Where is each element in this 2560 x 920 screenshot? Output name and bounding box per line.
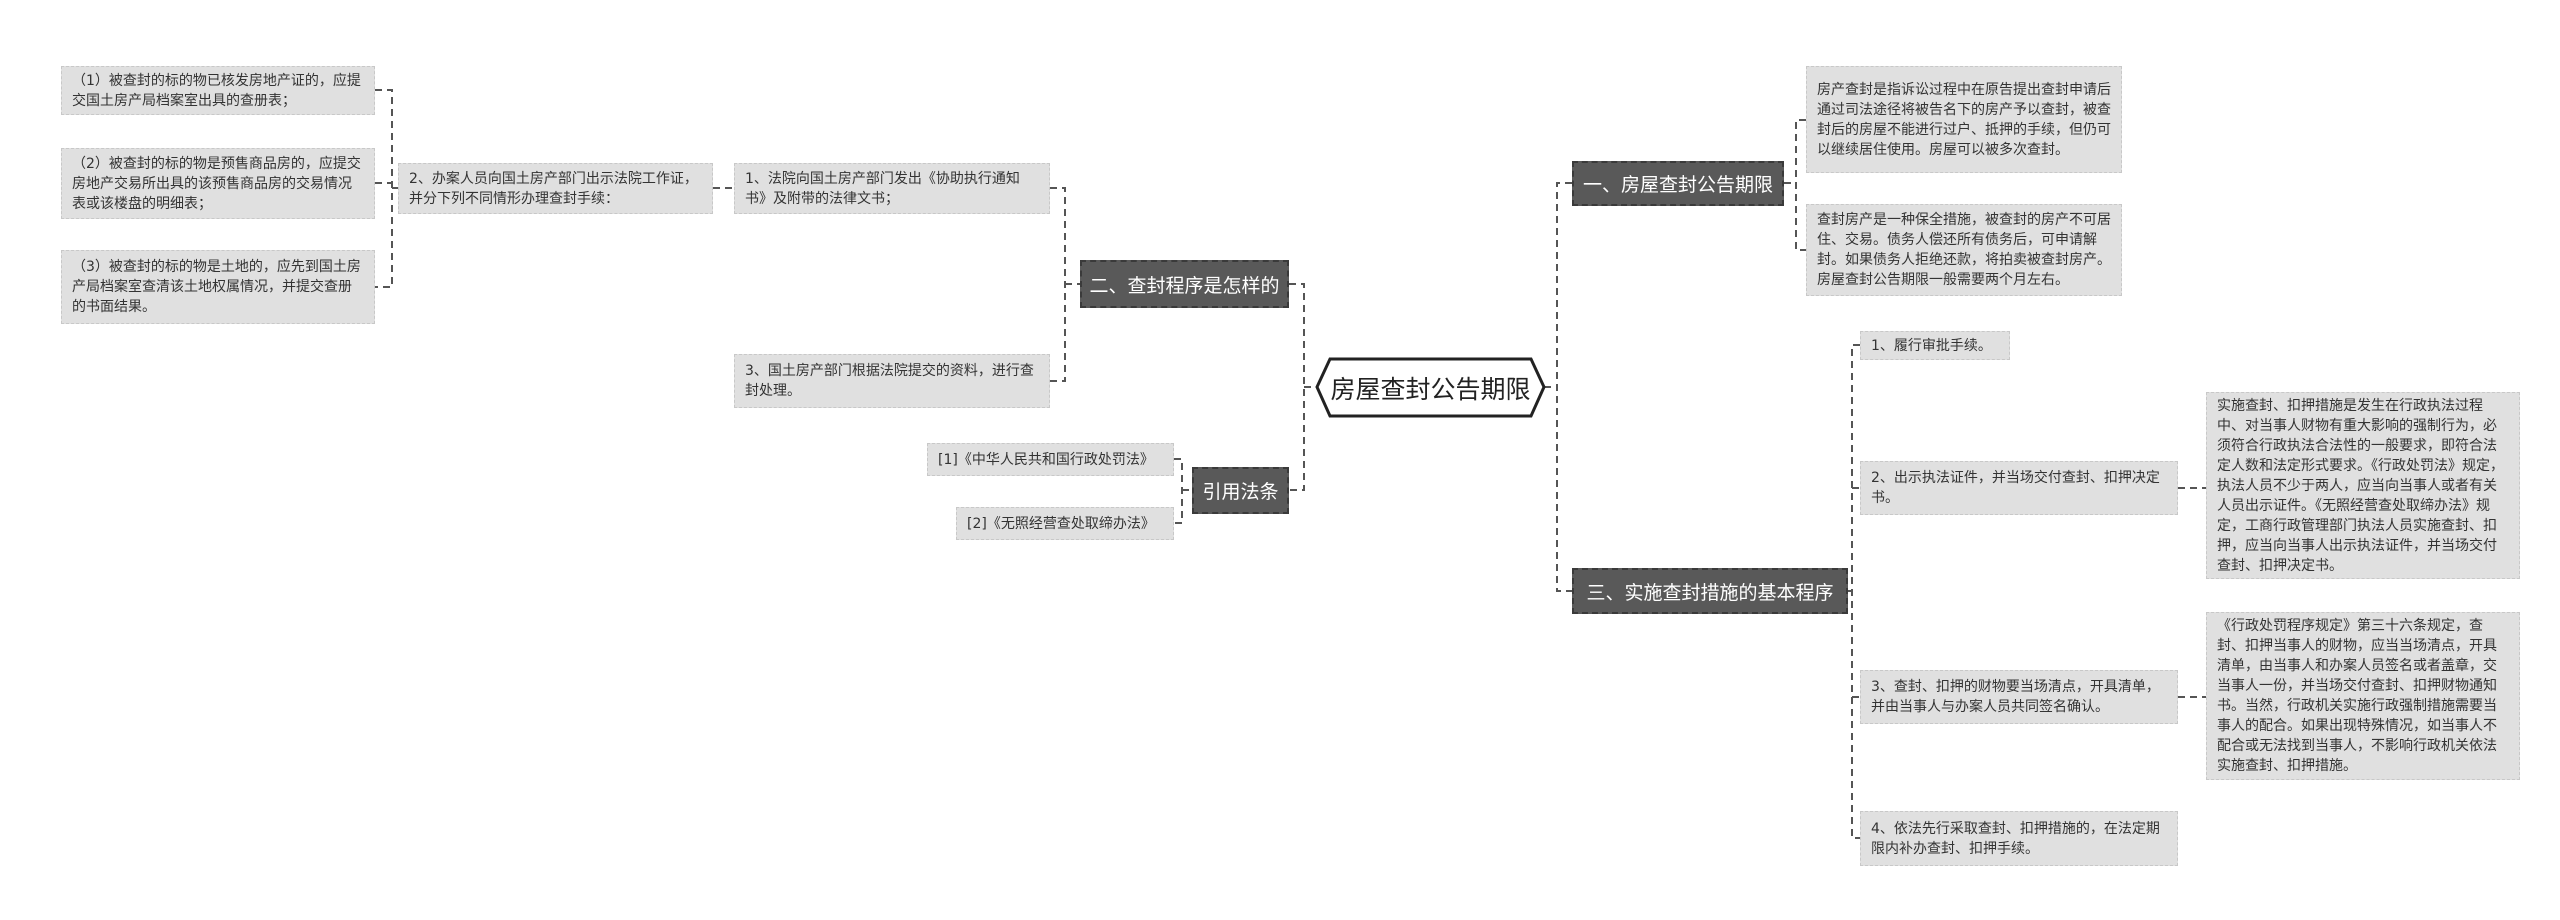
connector	[1544, 182, 1572, 592]
node-procedure-step2[interactable]: 2、办案人员向国土房产部门出示法院工作证，并分下列不同情形办理查封手续：	[398, 163, 713, 214]
node-laws[interactable]: 引用法条	[1192, 467, 1289, 514]
node-law-1[interactable]: [1]《中华人民共和国行政处罚法》	[927, 443, 1174, 476]
node-period-text-2[interactable]: 查封房产是一种保全措施，被查封的房产不可居住、交易。债务人偿还所有债务后，可申请…	[1806, 204, 2122, 296]
node-measure-2-detail[interactable]: 实施查封、扣押措施是发生在行政执法过程中、对当事人财物有重大影响的强制行为，必须…	[2206, 392, 2520, 579]
connector	[1784, 119, 1806, 251]
connector	[1289, 283, 1317, 491]
node-measure-3-detail[interactable]: 《行政处罚程序规定》第三十六条规定，查封、扣押当事人的财物，应当当场清点，开具清…	[2206, 612, 2520, 780]
node-measure-2[interactable]: 2、出示执法证件，并当场交付查封、扣押决定书。	[1860, 461, 2178, 515]
node-measure-3[interactable]: 3、查封、扣押的财物要当场清点，开具清单，并由当事人与办案人员共同签名确认。	[1860, 670, 2178, 724]
node-measures[interactable]: 三、实施查封措施的基本程序	[1572, 568, 1848, 614]
connector	[1174, 458, 1192, 524]
node-measure-4[interactable]: 4、依法先行采取查封、扣押措施的，在法定期限内补办查封、扣押手续。	[1860, 811, 2178, 866]
root-node[interactable]: 房屋查封公告期限	[1330, 374, 1531, 404]
node-case-3[interactable]: （3）被查封的标的物是土地的，应先到国土房产局档案室查清该土地权属情况，并提交查…	[61, 250, 375, 324]
node-procedure[interactable]: 二、查封程序是怎样的	[1080, 260, 1289, 308]
node-measure-1[interactable]: 1、履行审批手续。	[1860, 331, 2010, 360]
connector	[1050, 187, 1080, 382]
node-period[interactable]: 一、房屋查封公告期限	[1572, 161, 1784, 206]
node-case-1[interactable]: （1）被查封的标的物已核发房地产证的，应提交国土房产局档案室出具的查册表；	[61, 66, 375, 115]
connector	[1848, 344, 1860, 839]
node-case-2[interactable]: （2）被查封的标的物是预售商品房的，应提交房地产交易所出具的该预售商品房的交易情…	[61, 148, 375, 219]
connector	[375, 89, 398, 288]
node-procedure-step3[interactable]: 3、国土房产部门根据法院提交的资料，进行查封处理。	[734, 354, 1050, 408]
node-period-text-1[interactable]: 房产查封是指诉讼过程中在原告提出查封申请后通过司法途径将被告名下的房产予以查封，…	[1806, 66, 2122, 173]
connector	[2178, 487, 2206, 698]
root-hexagon	[1315, 357, 1546, 418]
node-law-2[interactable]: [2]《无照经营查处取缔办法》	[956, 507, 1174, 540]
node-procedure-step1[interactable]: 1、法院向国土房产部门发出《协助执行通知书》及附带的法律文书；	[734, 163, 1050, 214]
